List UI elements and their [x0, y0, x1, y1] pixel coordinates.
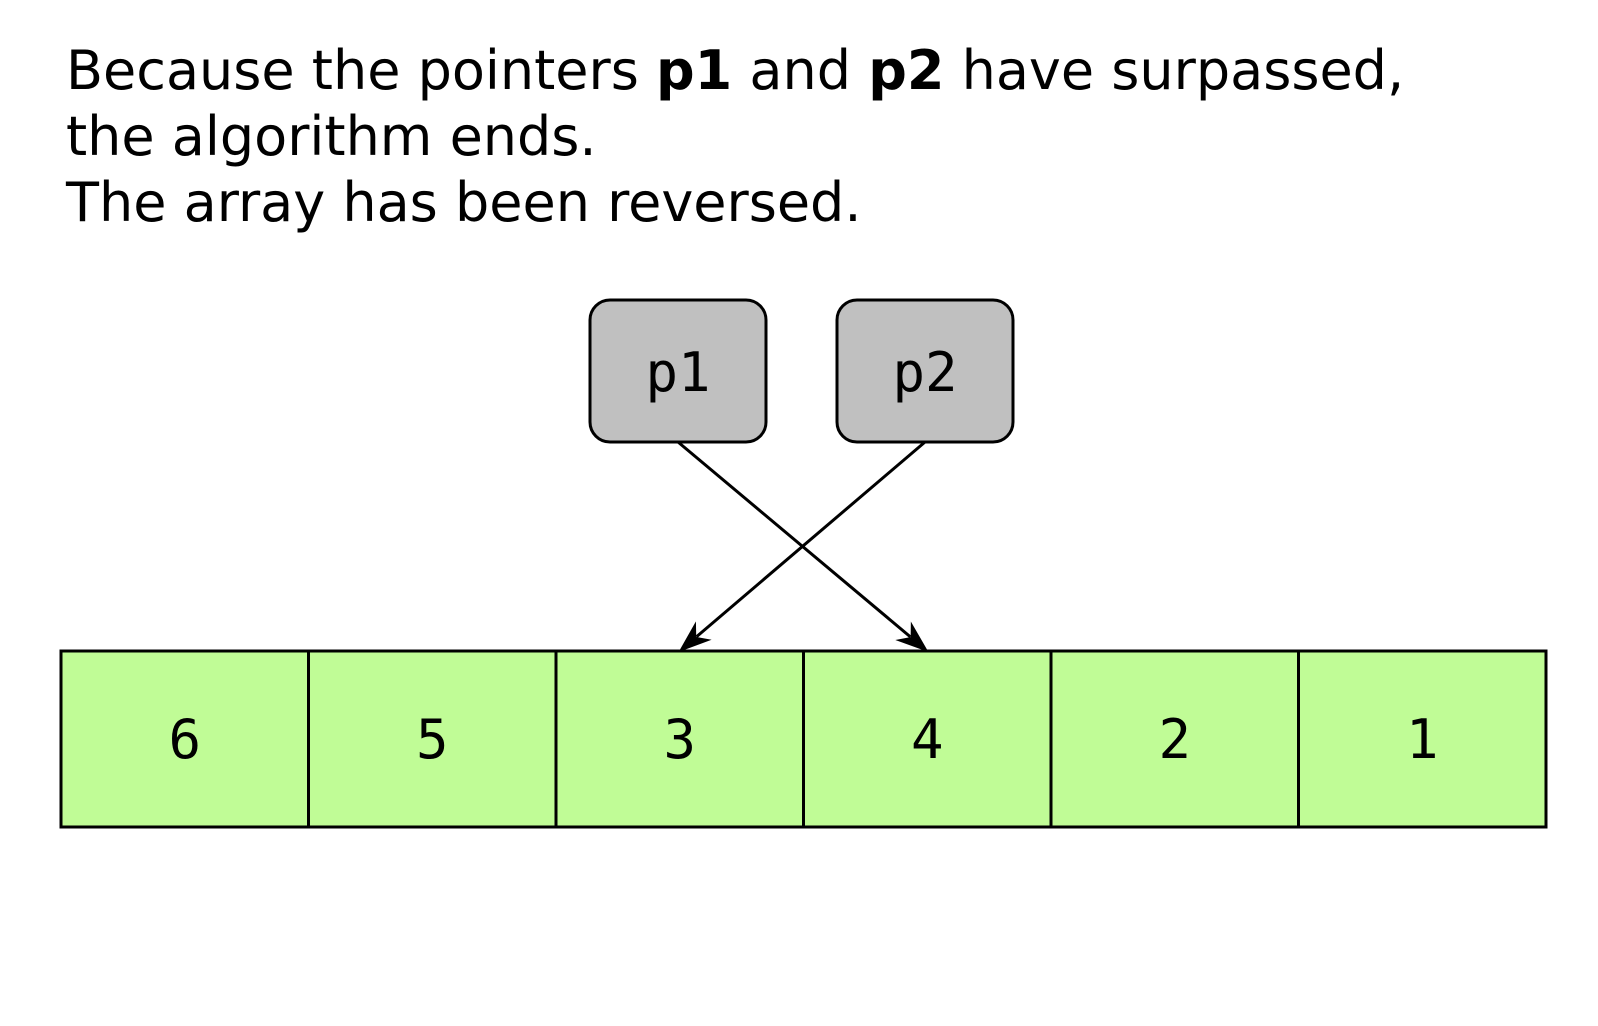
caption-line-2: the algorithm ends. — [66, 105, 597, 168]
caption-line-3: The array has been reversed. — [66, 171, 862, 234]
array-cell: 5 — [307, 649, 558, 829]
pointer-arrows — [677, 440, 929, 652]
arrow-line — [695, 440, 926, 638]
caption-text: have surpassed, — [944, 39, 1405, 102]
pointer-label: p2 — [892, 341, 957, 404]
array-cell: 2 — [1049, 649, 1300, 829]
pointer-arrow — [677, 440, 929, 652]
array-cell-box — [307, 649, 558, 829]
array-cell: 1 — [1297, 649, 1548, 829]
caption-text: Because the pointers — [66, 39, 657, 102]
array-cell: 6 — [59, 649, 310, 829]
array-cell-box — [1049, 649, 1300, 829]
array-cell: 4 — [802, 649, 1053, 829]
caption: Because the pointers p1 and p2 have surp… — [66, 38, 1546, 236]
caption-text: and — [732, 39, 869, 102]
pointer-boxes: p1 p2 — [588, 298, 1015, 444]
array-cell-box — [802, 649, 1053, 829]
arrow-line — [677, 440, 912, 639]
array-cell-value: 2 — [1158, 708, 1191, 771]
array-cell: 3 — [554, 649, 805, 829]
pointer-p1: p1 — [588, 298, 768, 444]
array-cells: 6 5 3 4 2 1 — [59, 649, 1548, 829]
caption-line-1: Because the pointers p1 and p2 have surp… — [66, 38, 1546, 104]
caption-bold-p1: p1 — [656, 39, 733, 102]
arrow-head — [678, 621, 712, 652]
pointer-arrow — [678, 440, 926, 652]
arrow-head — [895, 621, 929, 652]
pointer-p2: p2 — [835, 298, 1015, 444]
pointer-label: p1 — [645, 341, 710, 404]
array-cell-value: 5 — [416, 708, 449, 771]
caption-bold-p2: p2 — [868, 39, 945, 102]
array-cell-value: 3 — [663, 708, 696, 771]
array-cell-value: 1 — [1406, 708, 1439, 771]
pointer-box — [588, 298, 768, 444]
array-cell-box — [554, 649, 805, 829]
array-cell-box — [1297, 649, 1548, 829]
array-cell-value: 4 — [911, 708, 944, 771]
array-cell-box — [59, 649, 310, 829]
pointer-box — [835, 298, 1015, 444]
array-cell-value: 6 — [168, 708, 201, 771]
